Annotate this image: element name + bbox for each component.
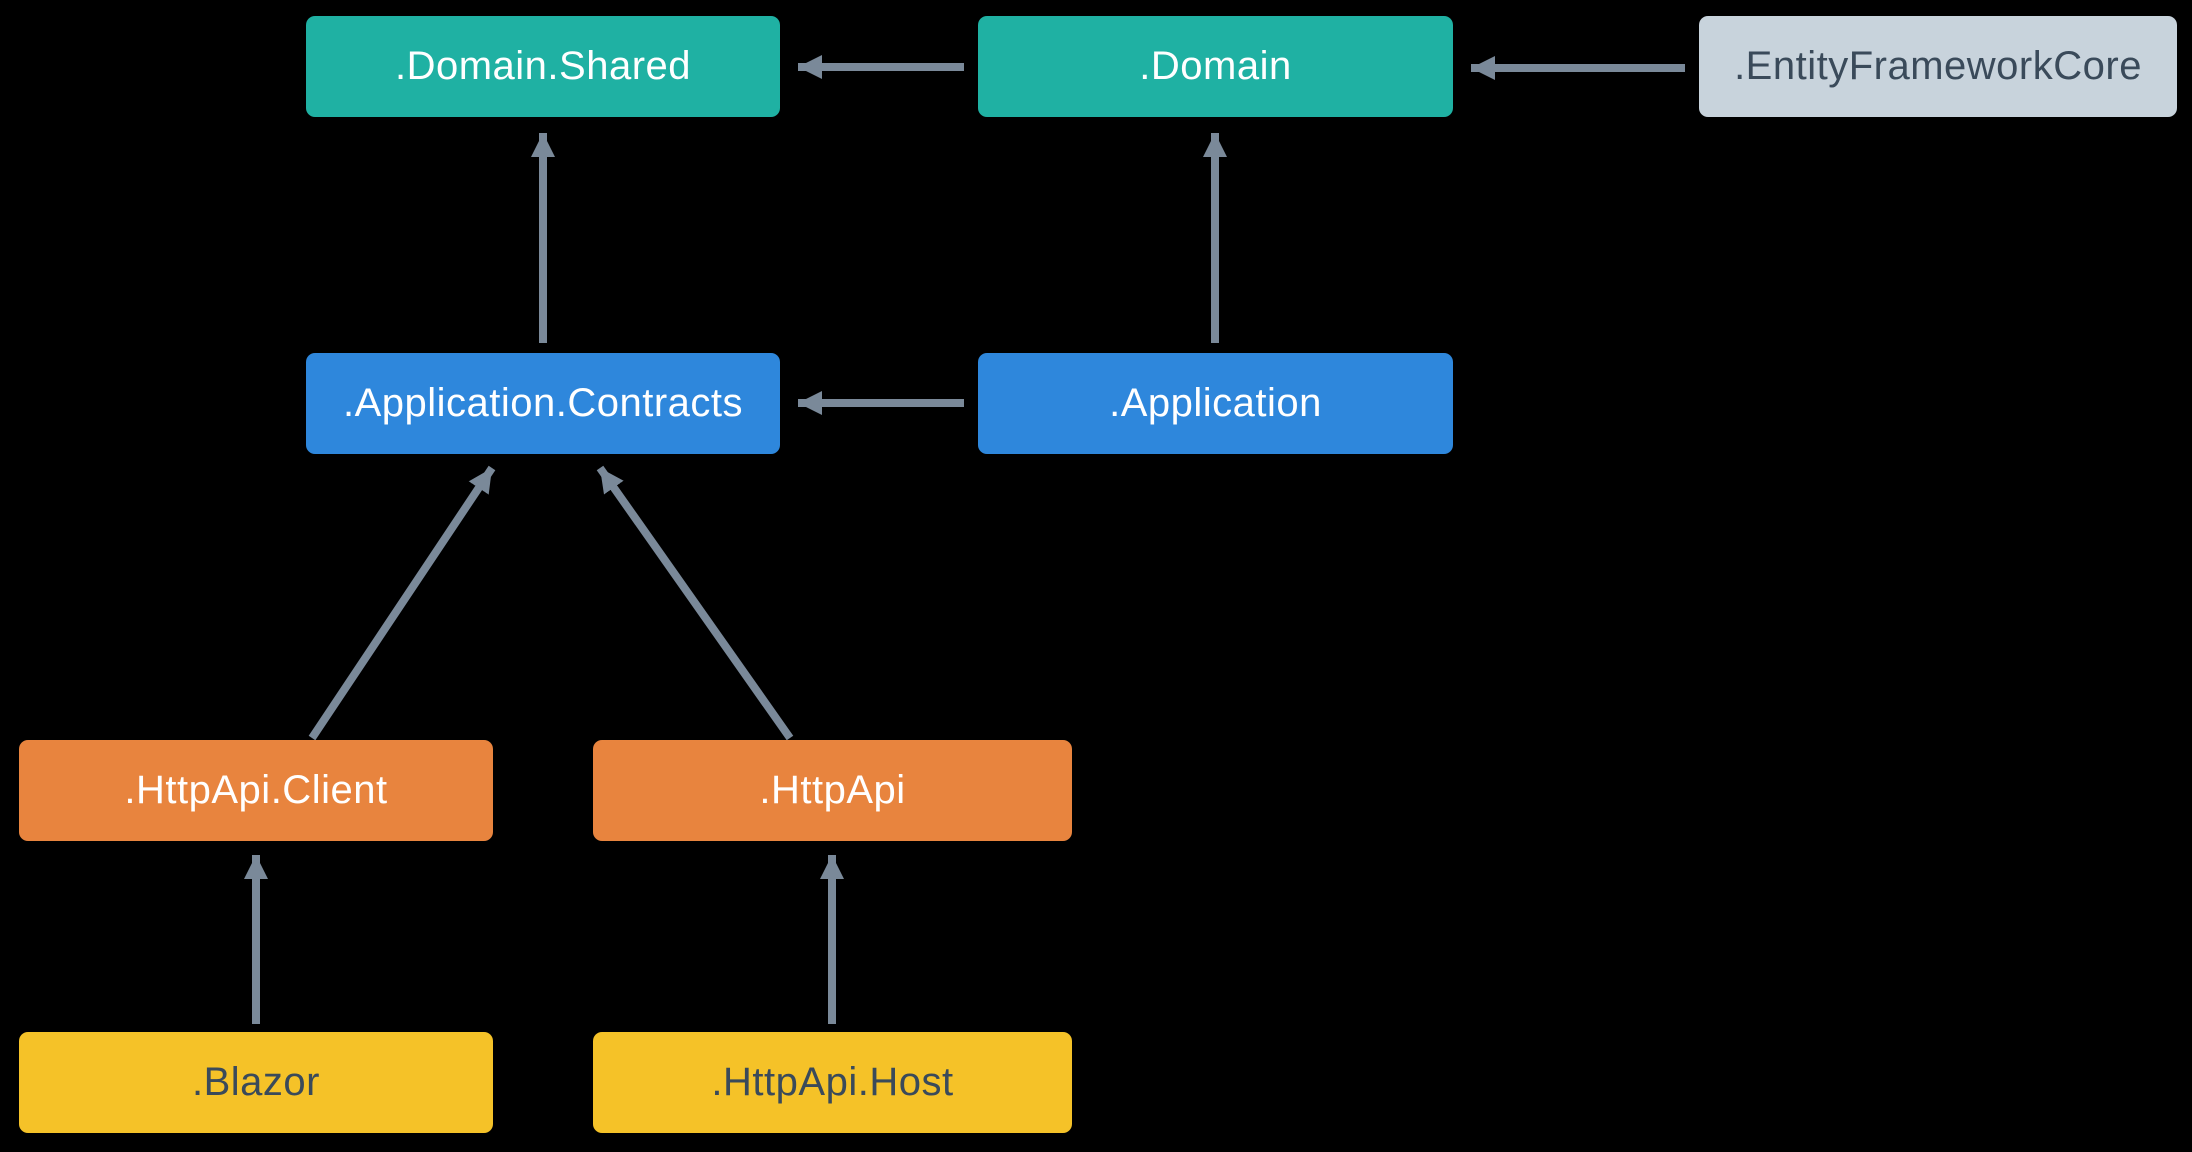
node-httpapi: .HttpApi — [593, 740, 1072, 841]
node-domain: .Domain — [978, 16, 1453, 117]
node-label-httpapi-client: .HttpApi.Client — [124, 768, 388, 812]
node-label-application-contracts: .Application.Contracts — [342, 381, 744, 425]
node-label-domain-shared: .Domain.Shared — [394, 44, 692, 88]
node-application-contracts: .Application.Contracts — [306, 353, 780, 454]
node-label-application: .Application — [1109, 381, 1322, 425]
edge-httpapi-to-application-contracts — [596, 465, 794, 741]
node-label-blazor: .Blazor — [192, 1060, 320, 1104]
node-httpapi-client: .HttpApi.Client — [19, 740, 493, 841]
node-entity-framework-core: .EntityFrameworkCore — [1699, 16, 2177, 117]
node-label-httpapi-host: .HttpApi.Host — [711, 1060, 954, 1104]
node-httpapi-host: .HttpApi.Host — [593, 1032, 1072, 1133]
node-label-entity-framework-core: .EntityFrameworkCore — [1734, 44, 2142, 88]
node-label-domain: .Domain — [1139, 44, 1292, 88]
node-blazor: .Blazor — [19, 1032, 493, 1133]
edge-httpapi-client-to-application-contracts — [308, 465, 496, 741]
node-application: .Application — [978, 353, 1453, 454]
node-label-httpapi: .HttpApi — [759, 768, 906, 812]
node-domain-shared: .Domain.Shared — [306, 16, 780, 117]
